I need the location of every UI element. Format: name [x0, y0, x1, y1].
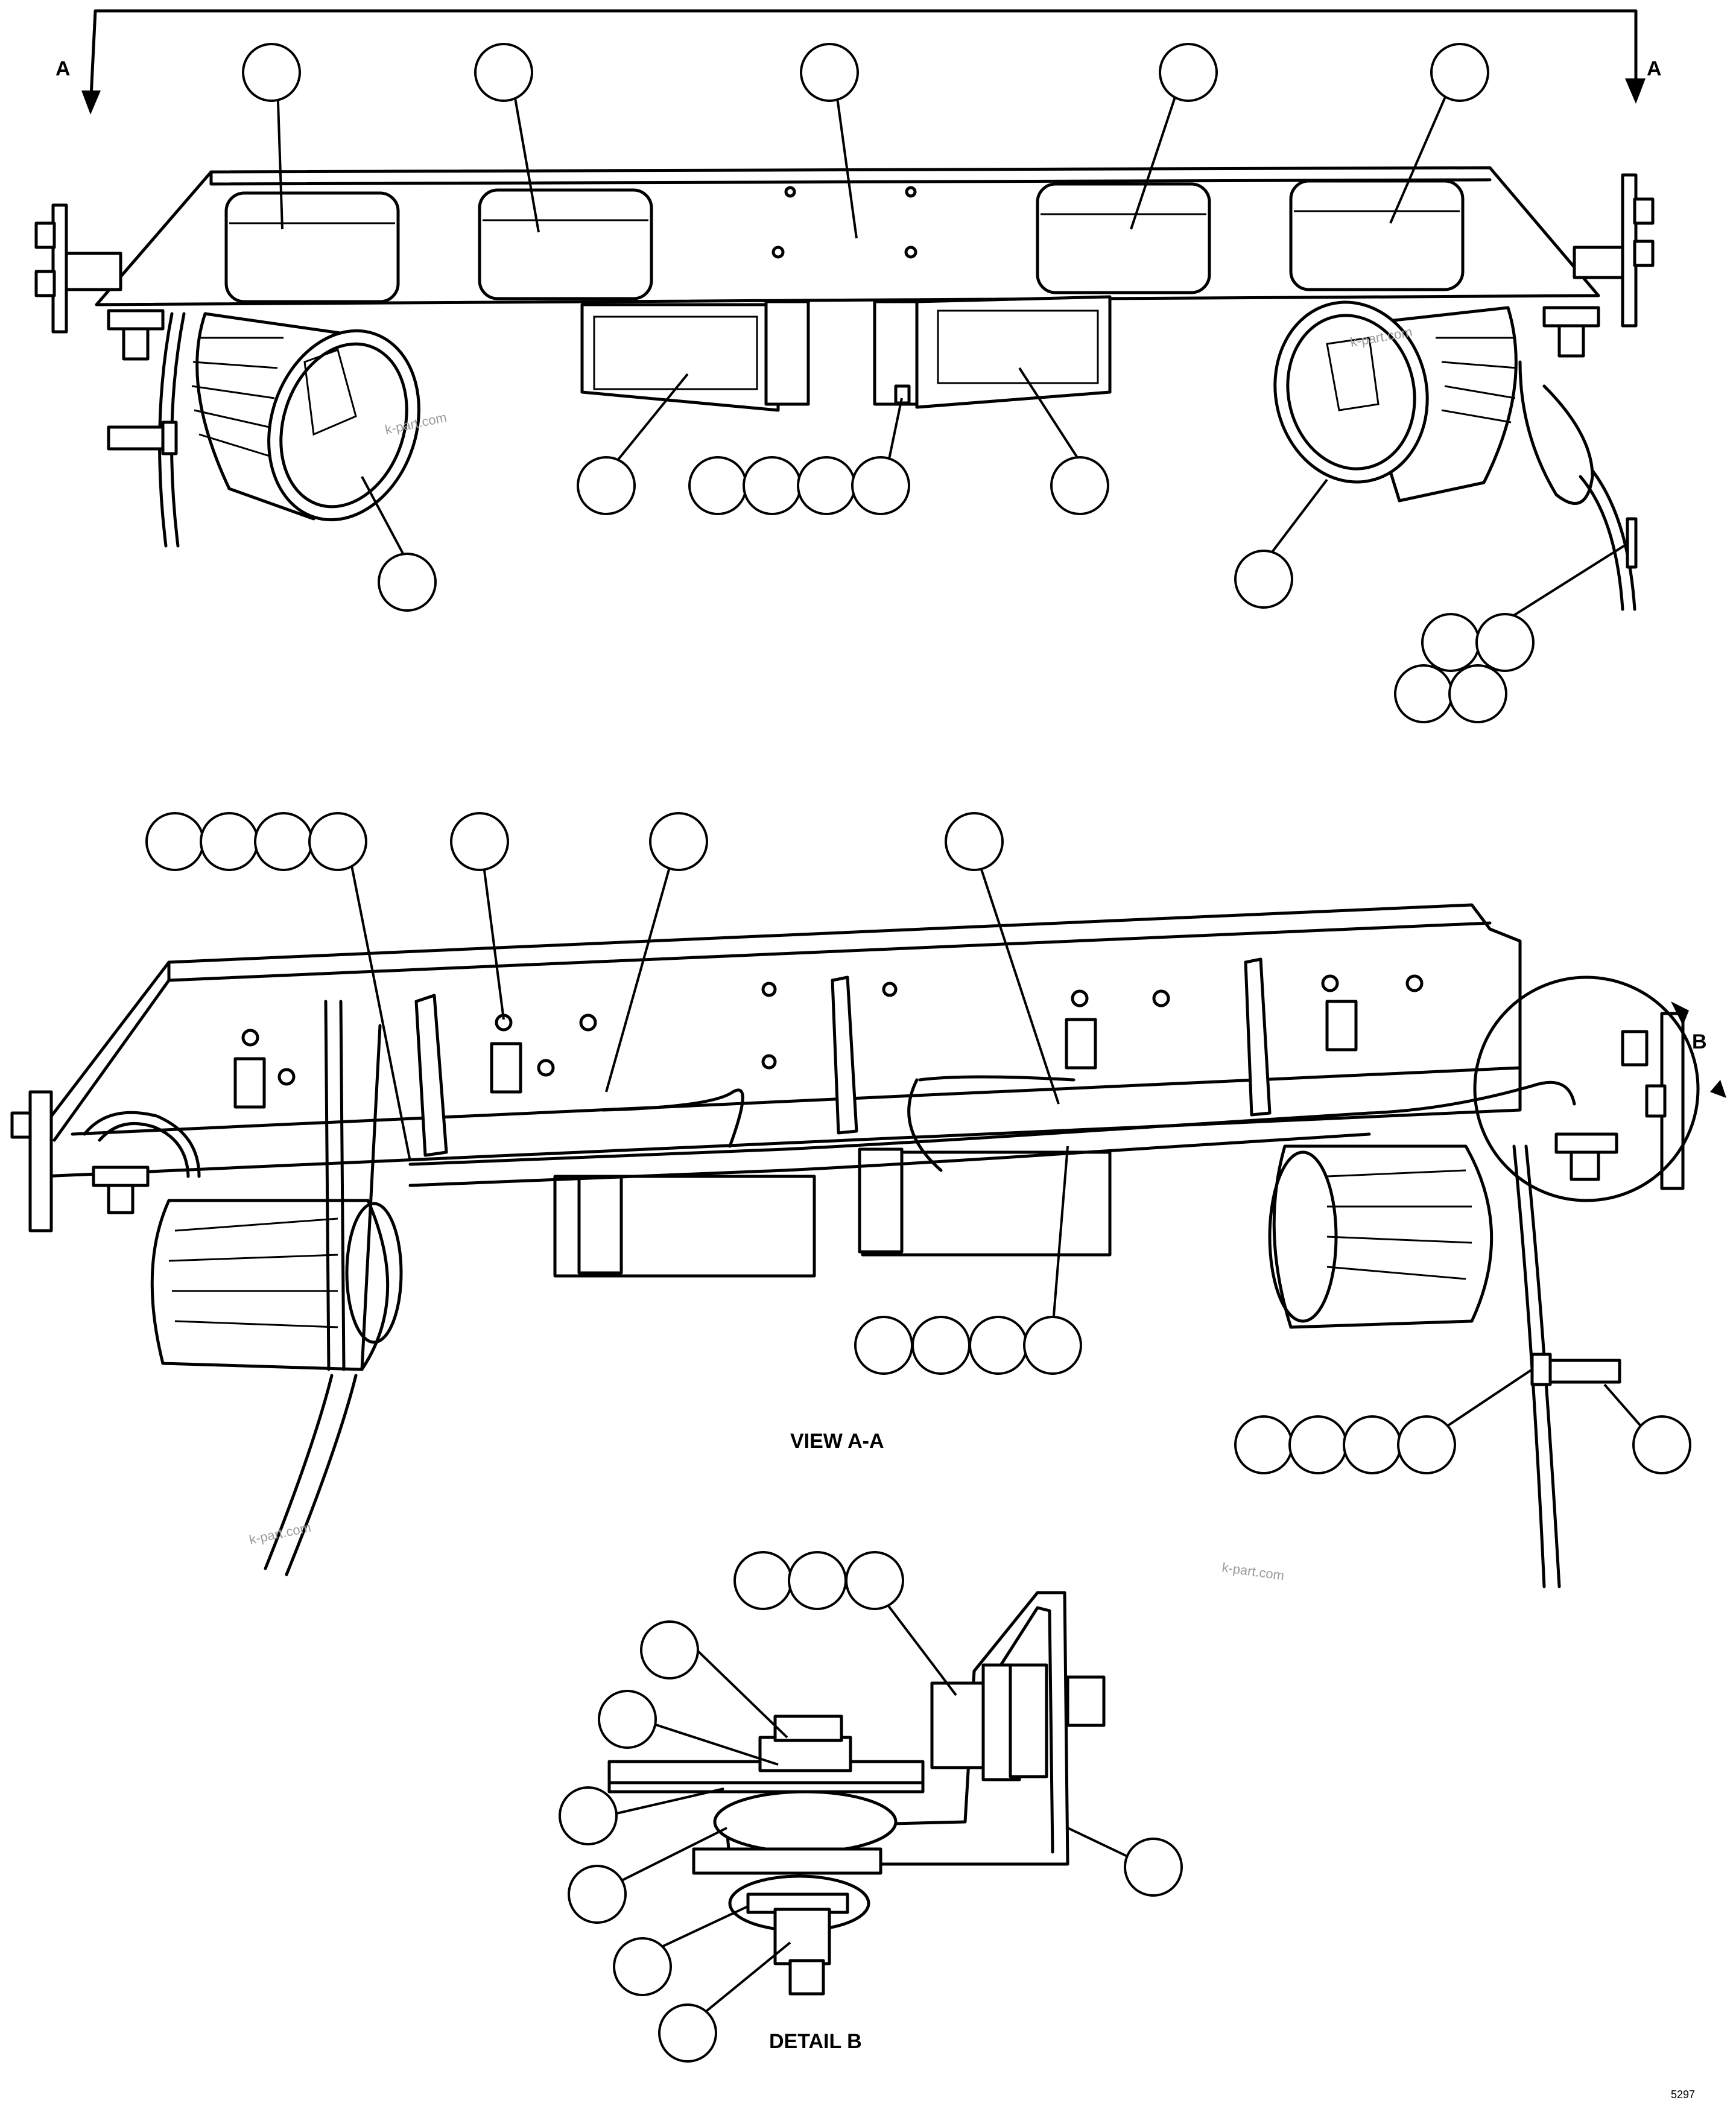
detail-callout-label: B [1692, 1030, 1707, 1053]
balloon [1023, 1316, 1082, 1375]
balloon [1397, 1415, 1456, 1474]
balloon [649, 812, 708, 871]
work-lamp-2 [478, 188, 653, 300]
wire-harness [83, 1000, 1621, 1588]
detail-title: DETAIL B [769, 2030, 862, 2053]
balloon [308, 812, 367, 871]
balloon [613, 1937, 672, 1996]
balloon [945, 812, 1004, 871]
balloon [800, 43, 859, 102]
balloon [254, 812, 313, 871]
balloon [1234, 550, 1293, 609]
balloon [1288, 1415, 1348, 1474]
harness-right [1518, 360, 1638, 611]
balloon [797, 456, 856, 515]
balloon [1448, 664, 1507, 723]
balloons-view [145, 812, 1691, 1474]
balloon [743, 456, 802, 515]
balloon [450, 812, 509, 871]
balloon [851, 456, 910, 515]
balloon [733, 1551, 793, 1610]
balloon [1394, 664, 1453, 723]
balloon [598, 1690, 657, 1749]
balloons-top [242, 43, 1630, 723]
balloon [640, 1620, 699, 1680]
balloon [1421, 613, 1480, 672]
balloon [559, 1786, 618, 1845]
round-lamp-left [191, 312, 420, 522]
balloon [911, 1316, 971, 1375]
balloon [145, 812, 204, 871]
light-bar [95, 166, 1600, 306]
balloon [200, 812, 259, 871]
balloon [1234, 1415, 1293, 1474]
detail-b: DETAIL B [559, 1551, 1183, 2063]
top-view: A A [34, 9, 1662, 723]
balloon [1124, 1838, 1183, 1897]
view-a-a: B VIEW A-A [10, 812, 1726, 1588]
watermark: k-part.com [248, 1520, 312, 1547]
balloon [854, 1316, 913, 1375]
balloon [242, 43, 301, 102]
spot-lamp-left [580, 300, 810, 412]
balloon [969, 1316, 1028, 1375]
section-label-left: A [55, 57, 71, 80]
section-label-right: A [1647, 57, 1662, 80]
spot-lamp-right [873, 295, 1112, 409]
balloon [568, 1865, 627, 1924]
balloon [1475, 613, 1535, 672]
balloon [474, 43, 533, 102]
corner-code: 5297 [1671, 2089, 1695, 2101]
work-lamp-1 [224, 191, 400, 303]
balloon [658, 2003, 717, 2063]
balloon [378, 553, 437, 612]
watermark: k-part.com [1221, 1559, 1285, 1583]
balloon [688, 456, 747, 515]
balloon [577, 456, 636, 515]
balloon [1050, 456, 1109, 515]
round-lamp-view-right [1268, 1144, 1494, 1329]
balloon [788, 1551, 847, 1610]
work-lamp-4 [1289, 179, 1465, 291]
work-lamp-3 [1036, 182, 1211, 294]
end-bracket-left [34, 203, 165, 361]
balloon [1159, 43, 1218, 102]
section-line-a: A A [55, 9, 1662, 115]
balloon [1343, 1415, 1402, 1474]
harness-left [107, 312, 186, 548]
balloon [1430, 43, 1489, 102]
balloon [1632, 1415, 1691, 1474]
view-title: VIEW A-A [790, 1430, 884, 1453]
end-bracket-right [1542, 173, 1655, 358]
round-lamp-right [1273, 300, 1518, 503]
detail-b-callout: B [1473, 975, 1726, 1202]
balloon [845, 1551, 904, 1610]
